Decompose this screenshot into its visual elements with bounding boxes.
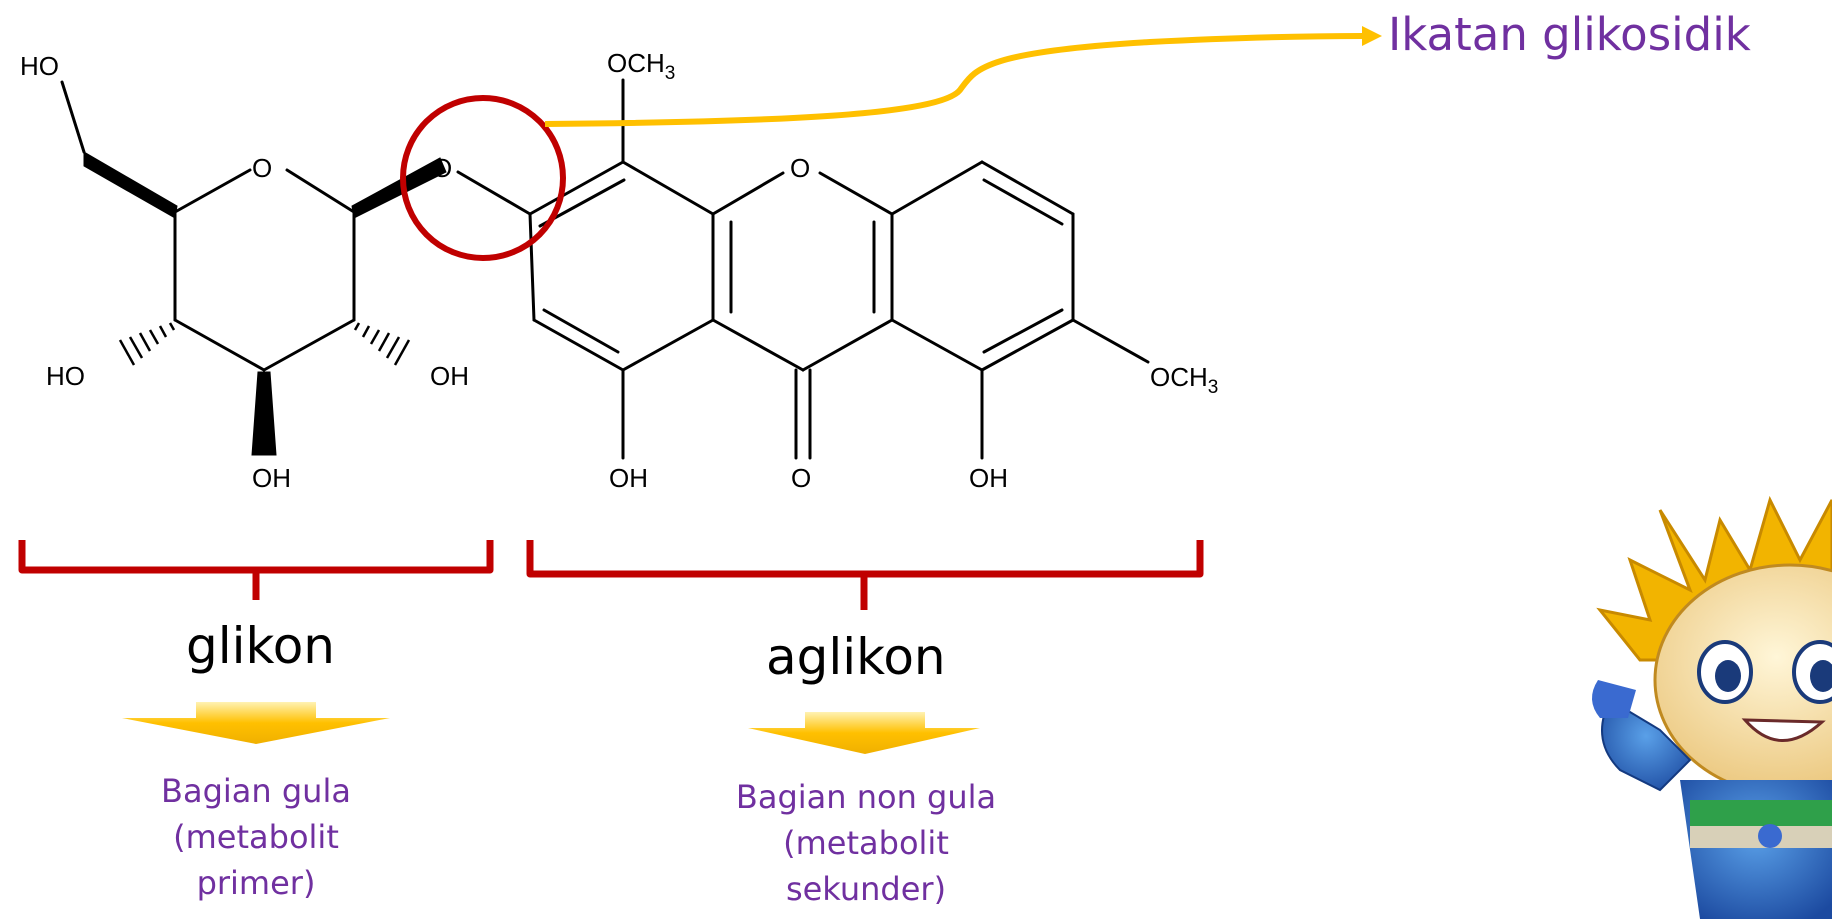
glikon-desc-line: Bagian gula: [161, 772, 351, 810]
atom-ring-o-sugar: O: [252, 153, 272, 183]
atom-oh-bottom-sugar: OH: [252, 463, 291, 493]
aglikon-desc-line: Bagian non gula: [735, 778, 997, 816]
atom-och3-right: OCH3: [1150, 362, 1218, 398]
atom-ring-o-xanthone: O: [790, 153, 810, 183]
glikon-title: glikon: [186, 617, 335, 675]
glikon-down-arrow: [122, 702, 390, 744]
aglikon-title: aglikon: [766, 628, 946, 686]
atom-carbonyl-o: O: [791, 463, 811, 493]
mascot-illustration: [1591, 495, 1832, 919]
atom-oh-right-sugar: OH: [430, 361, 469, 391]
atom-glycosidic-o: O: [432, 153, 452, 183]
glycosidic-bond-circle: [400, 95, 566, 261]
glikon-desc-line: (metabolit: [173, 818, 339, 856]
callout-arrowhead: [1362, 26, 1382, 46]
aglikon-down-arrow: [748, 712, 980, 754]
stereo-bonds: [83, 151, 447, 456]
aglikon-desc-line: sekunder): [785, 870, 947, 908]
aglikon-description: Bagian non gula (metabolit sekunder): [716, 774, 1016, 912]
aglikon-desc-line: (metabolit: [783, 824, 949, 862]
atom-oh-aglycone-right: OH: [969, 463, 1008, 493]
atom-oh-aglycone-left: OH: [609, 463, 648, 493]
atom-ho-top: HO: [20, 51, 59, 81]
glikon-desc-line: primer): [196, 864, 316, 902]
atom-labels: HO O O HO OH OH OCH3 O OH O OH OCH3: [20, 48, 1218, 493]
atom-ho-left: HO: [46, 361, 85, 391]
glikon-description: Bagian gula (metabolit primer): [140, 768, 372, 906]
glycosidic-bond-label: Ikatan glikosidik: [1388, 8, 1751, 61]
molecule-bonds: [60, 78, 1150, 460]
callout-connector: [544, 33, 1363, 127]
atom-och3-top: OCH3: [607, 48, 675, 84]
aglikon-bracket: [526, 540, 1204, 610]
glikon-bracket: [18, 540, 494, 600]
